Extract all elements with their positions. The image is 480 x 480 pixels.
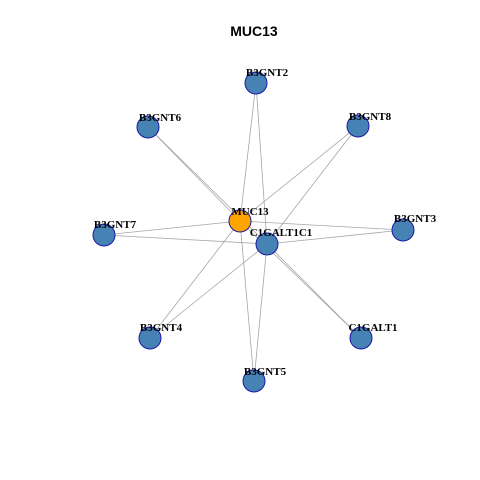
node-muc13: MUC13 — [228, 206, 269, 233]
node-label-b3gnt5: B3GNT5 — [244, 366, 287, 378]
edge-c1galt1c1-b3gnt2 — [255, 82, 268, 245]
node-b3gnt4: B3GNT4 — [138, 322, 183, 350]
edge-c1galt1c1-b3gnt7 — [103, 234, 268, 245]
node-circle-c1galt1c1 — [255, 232, 279, 256]
graph-title: MUC13 — [230, 23, 278, 39]
node-circle-b3gnt3 — [391, 218, 415, 242]
node-label-b3gnt8: B3GNT8 — [349, 111, 392, 123]
node-circle-b3gnt8 — [346, 114, 370, 138]
node-c1galt1: C1GALT1 — [348, 322, 398, 350]
node-c1galt1c1: C1GALT1C1 — [250, 227, 313, 256]
node-circle-b3gnt2 — [244, 71, 268, 95]
node-label-c1galt1: C1GALT1 — [348, 322, 397, 334]
edge-muc13-b3gnt4 — [149, 220, 241, 339]
node-label-b3gnt2: B3GNT2 — [246, 67, 289, 79]
node-label-muc13: MUC13 — [231, 206, 269, 218]
node-circle-b3gnt4 — [138, 326, 162, 350]
node-label-b3gnt4: B3GNT4 — [140, 322, 183, 334]
node-b3gnt5: B3GNT5 — [242, 366, 287, 393]
node-circle-muc13 — [228, 209, 252, 233]
node-b3gnt8: B3GNT8 — [346, 111, 392, 138]
node-b3gnt3: B3GNT3 — [391, 213, 437, 242]
edge-c1galt1c1-b3gnt3 — [266, 229, 404, 245]
node-label-c1galt1c1: C1GALT1C1 — [250, 227, 313, 239]
edge-c1galt1c1-b3gnt4 — [149, 243, 268, 339]
node-b3gnt2: B3GNT2 — [244, 67, 289, 95]
node-b3gnt7: B3GNT7 — [92, 219, 137, 247]
edges-layer — [103, 82, 404, 382]
node-circle-b3gnt6 — [136, 115, 160, 139]
edge-c1galt1c1-b3gnt8 — [266, 125, 359, 245]
edge-muc13-b3gnt5 — [239, 220, 255, 382]
node-circle-b3gnt5 — [242, 369, 266, 393]
edge-muc13-b3gnt6 — [147, 126, 241, 222]
edge-muc13-b3gnt8 — [239, 125, 359, 222]
edge-muc13-b3gnt7 — [103, 220, 241, 236]
node-circle-b3gnt7 — [92, 223, 116, 247]
node-b3gnt6: B3GNT6 — [136, 112, 182, 139]
node-label-b3gnt6: B3GNT6 — [139, 112, 182, 124]
node-label-b3gnt7: B3GNT7 — [94, 219, 137, 231]
edge-c1galt1c1-b3gnt5 — [253, 243, 268, 382]
edge-muc13-b3gnt2 — [239, 82, 257, 222]
edge-c1galt1c1-c1galt1 — [266, 243, 362, 339]
edge-muc13-b3gnt3 — [239, 220, 404, 231]
node-circle-c1galt1 — [349, 326, 373, 350]
node-label-b3gnt3: B3GNT3 — [394, 213, 437, 225]
